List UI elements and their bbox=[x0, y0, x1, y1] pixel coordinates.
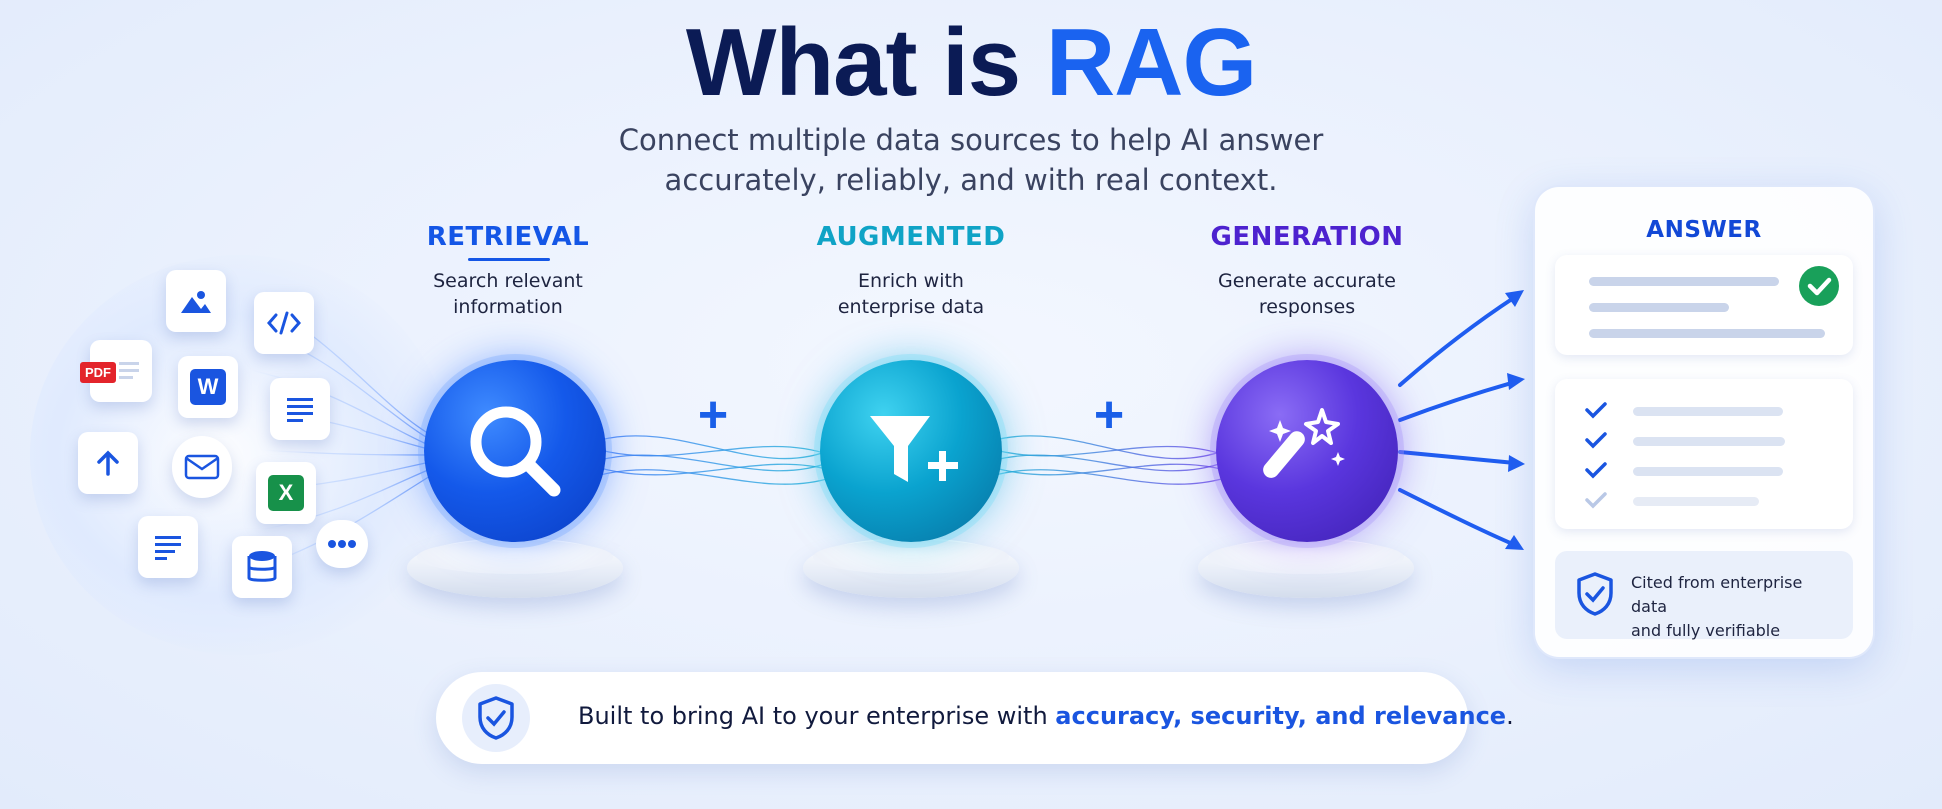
placeholder-line bbox=[1633, 437, 1785, 446]
citation-line-2: and fully verifiable bbox=[1631, 621, 1781, 640]
check-icon bbox=[1585, 402, 1607, 419]
generation-pedestal-top bbox=[1208, 540, 1404, 574]
banner-text-highlight: accuracy, security, and relevance bbox=[1055, 702, 1507, 730]
title-accent: RAG bbox=[1045, 9, 1257, 116]
stage-generation-desc-line-1: Generate accurate bbox=[1218, 270, 1396, 292]
check-icon bbox=[1585, 492, 1607, 509]
stage-augmented-desc-line-2: enterprise data bbox=[837, 296, 985, 318]
check-icon bbox=[1585, 432, 1607, 449]
stage-retrieval-underline bbox=[468, 258, 550, 261]
document-icon bbox=[138, 516, 198, 578]
subtitle-line-2: accurately, reliably, and with real cont… bbox=[664, 163, 1278, 197]
email-icon bbox=[172, 436, 232, 498]
placeholder-line bbox=[1633, 407, 1783, 416]
excel-badge: X bbox=[268, 475, 304, 511]
stage-retrieval-title: RETRIEVAL bbox=[426, 222, 590, 252]
pdf-badge: PDF bbox=[80, 362, 116, 383]
citation-text: Cited from enterprise data and fully ver… bbox=[1631, 571, 1841, 643]
magnifier-icon bbox=[470, 406, 561, 497]
retrieval-pedestal-top bbox=[417, 540, 613, 574]
stage-augmented-desc: Enrich with enterprise data bbox=[761, 268, 1061, 320]
placeholder-line bbox=[1633, 467, 1783, 476]
shield-check-icon bbox=[478, 696, 514, 740]
answer-card: ANSWER Cited from enterprise data and fu… bbox=[1535, 187, 1873, 657]
stage-generation-desc-line-2: responses bbox=[1258, 296, 1356, 318]
placeholder-line bbox=[1589, 277, 1779, 286]
pdf-file-icon: PDF bbox=[80, 340, 152, 402]
placeholder-line bbox=[1633, 497, 1759, 506]
banner-text: Built to bring AI to your enterprise wit… bbox=[578, 702, 1514, 730]
shield-check-icon bbox=[1577, 572, 1613, 616]
subtitle-line-1: Connect multiple data sources to help AI… bbox=[618, 123, 1324, 157]
banner-text-plain: Built to bring AI to your enterprise wit… bbox=[578, 702, 1056, 730]
stage-augmented-desc-line-1: Enrich with bbox=[858, 270, 964, 292]
text-file-icon bbox=[270, 378, 330, 440]
page-subtitle: Connect multiple data sources to help AI… bbox=[0, 120, 1942, 200]
stage-generation-desc: Generate accurate responses bbox=[1157, 268, 1457, 320]
banner-text-end: . bbox=[1506, 702, 1514, 730]
stage-retrieval-desc: Search relevant information bbox=[358, 268, 658, 320]
bottom-banner: Built to bring AI to your enterprise wit… bbox=[436, 672, 1514, 764]
stage-generation-title: GENERATION bbox=[1210, 222, 1404, 252]
stage-augmented-title: AUGMENTED bbox=[816, 222, 1006, 252]
title-main: What is bbox=[685, 9, 1046, 116]
retrieval-orb bbox=[424, 360, 606, 542]
chat-bubble-icon bbox=[316, 520, 368, 568]
placeholder-line bbox=[1589, 303, 1729, 312]
banner-badge bbox=[462, 684, 530, 752]
database-icon bbox=[232, 536, 292, 598]
word-badge: W bbox=[190, 369, 226, 405]
augmented-orb bbox=[820, 360, 1002, 542]
code-file-icon bbox=[254, 292, 314, 354]
page-title: What is RAG bbox=[0, 8, 1942, 118]
stage-retrieval-desc-line-2: information bbox=[453, 296, 563, 318]
check-icon bbox=[1585, 462, 1607, 479]
citation-box: Cited from enterprise data and fully ver… bbox=[1555, 551, 1853, 640]
answer-box-summary bbox=[1555, 255, 1853, 355]
answer-box-checklist bbox=[1555, 379, 1853, 529]
excel-file-icon: X bbox=[256, 462, 316, 524]
stage-retrieval-desc-line-1: Search relevant bbox=[433, 270, 583, 292]
magic-wand-icon bbox=[1263, 408, 1345, 478]
placeholder-line bbox=[1589, 329, 1825, 338]
upload-file-icon bbox=[78, 432, 138, 494]
word-file-icon: W bbox=[178, 356, 238, 418]
answer-title: ANSWER bbox=[1646, 217, 1762, 243]
check-circle-icon bbox=[1799, 266, 1839, 306]
generation-orb bbox=[1216, 360, 1398, 542]
image-file-icon bbox=[166, 270, 226, 332]
plus-connector-1: + bbox=[697, 386, 729, 444]
funnel-plus-icon bbox=[870, 416, 958, 482]
plus-connector-2: + bbox=[1093, 386, 1125, 444]
citation-line-1: Cited from enterprise data bbox=[1631, 573, 1803, 616]
augmented-pedestal-top bbox=[813, 540, 1009, 574]
